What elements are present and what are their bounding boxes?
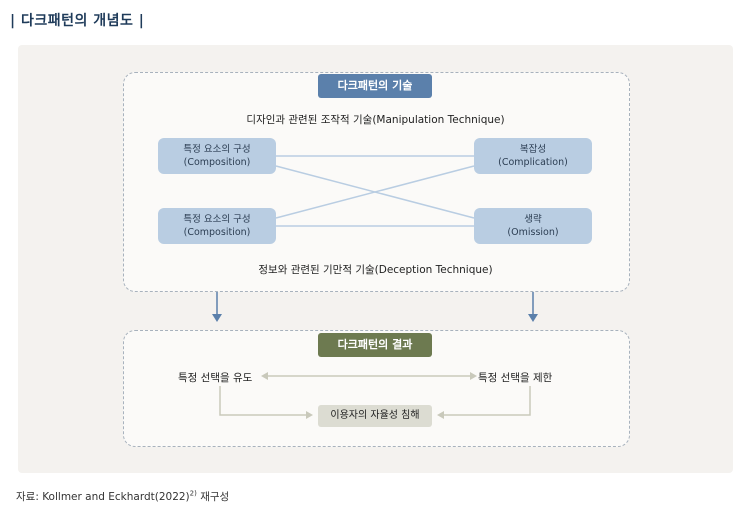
node-label-ko: 특정 요소의 구성 [183,144,251,155]
techniques-box [123,72,630,292]
node-label-en: (Omission) [507,227,559,238]
node-label-en: (Complication) [498,157,568,168]
node-label-en: (Composition) [183,227,251,238]
manipulation-caption: 디자인과 관련된 조작적 기술(Manipulation Technique) [246,114,505,126]
techniques-label: 다크패턴의 기술 [318,74,432,98]
node-label-ko: 복잡성 [519,144,547,155]
source-note: 자료: Kollmer and Eckhardt(2022)2) 재구성 [16,489,229,504]
result-autonomy-infringement: 이용자의 자율성 침해 [318,405,432,427]
node-label-en: (Composition) [183,157,251,168]
node-label-ko: 생략 [524,214,542,225]
outcome-restrict: 특정 선택을 제한 [478,372,553,384]
results-label: 다크패턴의 결과 [318,333,432,357]
outcome-induce: 특정 선택을 유도 [178,372,253,384]
source-suffix: 재구성 [196,491,230,503]
node-complication: 복잡성 (Complication) [474,138,592,174]
footnote-mark: 2) [189,489,197,498]
node-composition-bottom: 특정 요소의 구성 (Composition) [158,208,276,244]
node-omission: 생략 (Omission) [474,208,592,244]
node-composition-top: 특정 요소의 구성 (Composition) [158,138,276,174]
node-label-ko: 특정 요소의 구성 [183,214,251,225]
diagram-title: | 다크패턴의 개념도 | [10,13,145,29]
deception-caption: 정보와 관련된 기만적 기술(Deception Technique) [258,264,493,276]
source-text: 자료: Kollmer and Eckhardt(2022) [16,491,190,503]
